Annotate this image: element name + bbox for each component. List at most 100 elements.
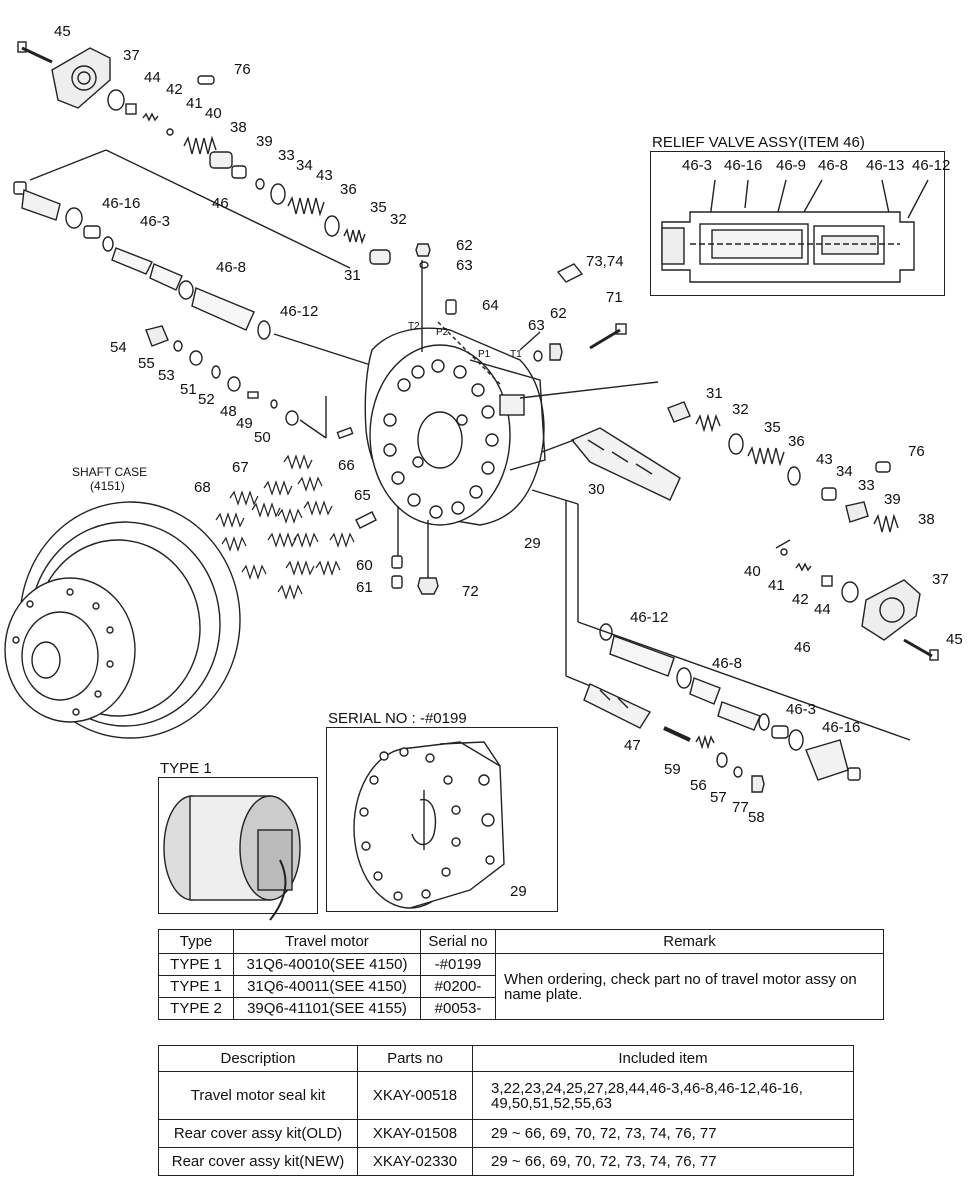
table-row: Travel motor seal kit XKAY-00518 3,22,23… bbox=[158, 1071, 854, 1120]
callout-36b: 36 bbox=[788, 433, 805, 450]
kit-table: Description Parts no Included item Trave… bbox=[158, 1045, 854, 1176]
th-serial-no: Serial no bbox=[420, 929, 496, 954]
serial-no-box bbox=[326, 727, 558, 912]
relief-label-46-9: 46-9 bbox=[776, 157, 807, 174]
callout-46-3b: 46-3 bbox=[786, 701, 817, 718]
callout-46-8b: 46-8 bbox=[712, 655, 743, 672]
callout-44b: 44 bbox=[814, 601, 831, 618]
callout-35b: 35 bbox=[764, 419, 781, 436]
type1-title: TYPE 1 bbox=[160, 760, 212, 777]
cell-motor: 31Q6-40011(SEE 4150) bbox=[233, 975, 421, 998]
table-row: Rear cover assy kit(NEW) XKAY-02330 29 ~… bbox=[158, 1147, 854, 1176]
travel-motor-type1-illustration bbox=[163, 795, 301, 921]
callout-55: 55 bbox=[138, 355, 155, 372]
callout-37: 37 bbox=[123, 47, 140, 64]
spring-set-67-68 bbox=[215, 454, 355, 600]
callout-31b: 31 bbox=[706, 385, 723, 402]
relief-valve-assy-title: RELIEF VALVE ASSY(ITEM 46) bbox=[652, 134, 865, 151]
relief-label-46-13: 46-13 bbox=[866, 157, 905, 174]
callout-64: 64 bbox=[482, 297, 499, 314]
callout-66: 66 bbox=[338, 457, 355, 474]
callout-76: 76 bbox=[234, 61, 251, 78]
callout-52: 52 bbox=[198, 391, 215, 408]
cell-parts-no: XKAY-00518 bbox=[357, 1071, 473, 1120]
callout-45b: 45 bbox=[946, 631, 963, 648]
th-included-item: Included item bbox=[472, 1045, 854, 1072]
callout-67: 67 bbox=[232, 459, 249, 476]
cell-included-item: 3,22,23,24,25,27,28,44,46-3,46-8,46-12,4… bbox=[472, 1071, 854, 1120]
callout-42: 42 bbox=[166, 81, 183, 98]
callout-39b: 39 bbox=[884, 491, 901, 508]
upper-relief-valve-group bbox=[17, 41, 391, 265]
relief-label-46-8: 46-8 bbox=[818, 157, 849, 174]
th-remark: Remark bbox=[495, 929, 884, 954]
cell-description: Rear cover assy kit(NEW) bbox=[158, 1147, 358, 1176]
cell-motor: 31Q6-40010(SEE 4150) bbox=[233, 953, 421, 976]
callout-46b: 46 bbox=[794, 639, 811, 656]
upper-right-valve-group bbox=[519, 381, 899, 533]
pins-and-plug bbox=[355, 506, 439, 595]
callout-46-12b: 46-12 bbox=[630, 609, 669, 626]
callout-35: 35 bbox=[370, 199, 387, 216]
callout-54: 54 bbox=[110, 339, 127, 356]
callout-60: 60 bbox=[356, 557, 373, 574]
callout-33: 33 bbox=[278, 147, 295, 164]
cell-type: TYPE 1 bbox=[158, 975, 234, 998]
cell-parts-no: XKAY-02330 bbox=[357, 1147, 473, 1176]
callout-50: 50 bbox=[254, 429, 271, 446]
cell-serial: #0053- bbox=[420, 997, 496, 1020]
cell-type: TYPE 1 bbox=[158, 953, 234, 976]
main-body-29 bbox=[364, 260, 546, 526]
relief-valve-46-lower bbox=[531, 489, 911, 781]
callout-46-8: 46-8 bbox=[216, 259, 247, 276]
callout-46-16b: 46-16 bbox=[822, 719, 861, 736]
serial-no-title: SERIAL NO : -#0199 bbox=[328, 710, 467, 727]
shaft-case-number: (4151) bbox=[90, 479, 125, 493]
callout-68: 68 bbox=[194, 479, 211, 496]
lower-right-valve-group bbox=[775, 539, 939, 661]
callout-29: 29 bbox=[524, 535, 541, 552]
cell-description: Rear cover assy kit(OLD) bbox=[158, 1119, 358, 1148]
th-description: Description bbox=[158, 1045, 358, 1072]
callout-44: 44 bbox=[144, 69, 161, 86]
callout-34: 34 bbox=[296, 157, 313, 174]
callout-32: 32 bbox=[390, 211, 407, 228]
callout-45: 45 bbox=[54, 23, 71, 40]
callout-57: 57 bbox=[710, 789, 727, 806]
callout-46-3: 46-3 bbox=[140, 213, 171, 230]
port-p2: P2 bbox=[436, 327, 449, 338]
cell-description: Travel motor seal kit bbox=[158, 1071, 358, 1120]
travel-motor-table: Type Travel motor Serial no Remark TYPE … bbox=[158, 929, 884, 1020]
plug-items bbox=[415, 243, 627, 362]
cell-serial: #0200- bbox=[420, 975, 496, 998]
cell-included-item: 29 ~ 66, 69, 70, 72, 73, 74, 76, 77 bbox=[472, 1119, 854, 1148]
cell-serial: -#0199 bbox=[420, 953, 496, 976]
callout-38b: 38 bbox=[918, 511, 935, 528]
relief-label-46-16: 46-16 bbox=[724, 157, 763, 174]
th-parts-no: Parts no bbox=[357, 1045, 473, 1072]
callout-30: 30 bbox=[588, 481, 605, 498]
callout-43b: 43 bbox=[816, 451, 833, 468]
callout-58: 58 bbox=[748, 809, 765, 826]
type1-box bbox=[158, 777, 318, 914]
shaft-case-illustration bbox=[4, 501, 241, 739]
callout-42b: 42 bbox=[792, 591, 809, 608]
callout-37b: 37 bbox=[932, 571, 949, 588]
port-p1: P1 bbox=[478, 349, 491, 360]
callout-31: 31 bbox=[344, 267, 361, 284]
callout-41b: 41 bbox=[768, 577, 785, 594]
callout-65: 65 bbox=[354, 487, 371, 504]
callout-39: 39 bbox=[256, 133, 273, 150]
callout-33b: 33 bbox=[858, 477, 875, 494]
callout-59: 59 bbox=[664, 761, 681, 778]
relief-valve-assy-box bbox=[650, 151, 945, 296]
callout-62: 62 bbox=[456, 237, 473, 254]
th-travel-motor: Travel motor bbox=[233, 929, 421, 954]
lower-small-parts bbox=[565, 500, 765, 793]
callout-46-16: 46-16 bbox=[102, 195, 141, 212]
callout-77: 77 bbox=[732, 799, 749, 816]
relief-valve-46-upper bbox=[13, 149, 381, 369]
relief-label-46-3: 46-3 bbox=[682, 157, 713, 174]
callout-46-12: 46-12 bbox=[280, 303, 319, 320]
